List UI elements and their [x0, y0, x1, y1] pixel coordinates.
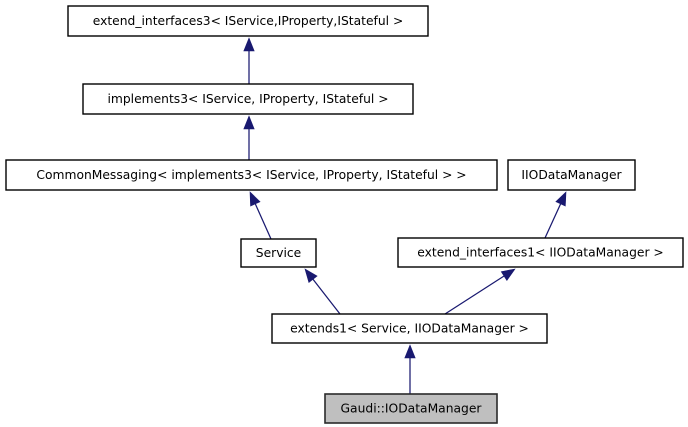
class-node-box[interactable] [397, 237, 684, 268]
inheritance-arrowhead-icon [249, 191, 261, 207]
edge-service-to-commonmessaging [249, 191, 272, 240]
class-node-iiodatamanager[interactable]: IIODataManager [507, 159, 636, 191]
inheritance-arrowhead-icon [304, 268, 318, 283]
inheritance-arrowhead-icon [500, 268, 516, 281]
class-node-label: Service [256, 246, 301, 260]
class-node-box[interactable] [507, 159, 636, 191]
class-node-gaudi_iodatamanager[interactable]: Gaudi::IODataManager [324, 393, 498, 424]
class-node-box[interactable] [271, 313, 548, 344]
inheritance-arrowhead-icon [404, 344, 416, 359]
edge-line [254, 203, 272, 240]
class-node-box[interactable] [240, 238, 317, 268]
inheritance-arrowhead-icon [243, 115, 255, 130]
class-node-label: Gaudi::IODataManager [341, 402, 483, 416]
edge-extends1-to-service [304, 268, 341, 315]
class-node-box[interactable] [82, 83, 414, 115]
class-node-label: implements3< IService, IProperty, IState… [107, 92, 388, 106]
edge-extend_interfaces1-to-iiodatamanager [544, 191, 567, 239]
class-node-box[interactable] [67, 5, 429, 37]
edge-line [312, 278, 341, 315]
inheritance-arrowhead-icon [243, 37, 255, 52]
class-node-commonmessaging[interactable]: CommonMessaging< implements3< IService, … [5, 159, 498, 191]
inheritance-arrowhead-icon [555, 191, 567, 207]
class-node-box[interactable] [324, 393, 498, 424]
class-node-extend_interfaces1[interactable]: extend_interfaces1< IIODataManager > [397, 237, 684, 268]
class-node-label: CommonMessaging< implements3< IService, … [36, 168, 466, 182]
class-node-label: extend_interfaces1< IIODataManager > [417, 246, 663, 260]
edge-implements3-to-extend_interfaces3 [243, 37, 255, 84]
class-node-implements3[interactable]: implements3< IService, IProperty, IState… [82, 83, 414, 115]
edge-gaudi-to-extends1 [404, 344, 416, 394]
class-node-extend_interfaces3[interactable]: extend_interfaces3< IService,IProperty,I… [67, 5, 429, 37]
edge-extends1-to-extend_interfaces1 [444, 268, 516, 315]
class-node-label: IIODataManager [521, 168, 622, 182]
class-node-extends1[interactable]: extends1< Service, IIODataManager > [271, 313, 548, 344]
class-node-label: extend_interfaces3< IService,IProperty,I… [93, 14, 404, 28]
class-node-label: extends1< Service, IIODataManager > [290, 322, 529, 336]
class-node-service[interactable]: Service [240, 238, 317, 268]
edges-layer [243, 37, 567, 394]
edge-line [444, 275, 505, 315]
edge-commonmessaging-to-implements3 [243, 115, 255, 160]
class-node-box[interactable] [5, 159, 498, 191]
edge-line [544, 203, 562, 239]
nodes-layer: extend_interfaces3< IService,IProperty,I… [5, 5, 684, 424]
